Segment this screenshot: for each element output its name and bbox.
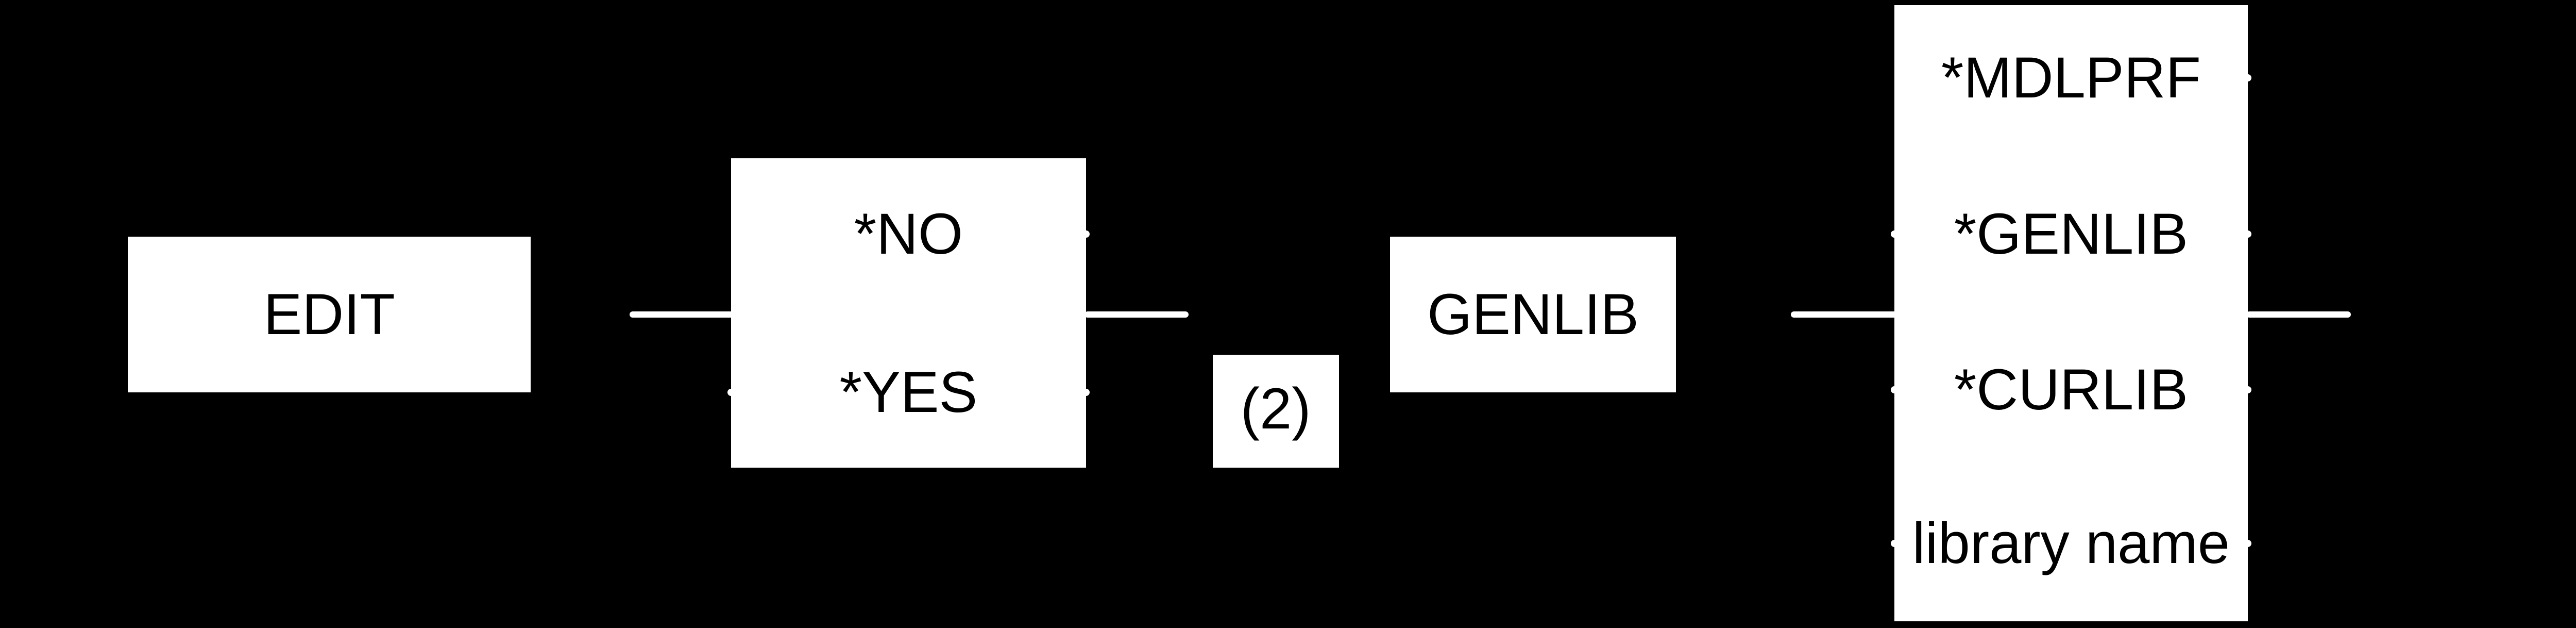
edit-values-box: *NO *YES — [731, 158, 1086, 468]
genlib-keyword: GENLIB — [1427, 282, 1639, 346]
edit-keyword-box: EDIT — [128, 237, 531, 392]
genlib-value-curlib: *CURLIB — [1954, 357, 2189, 422]
note-label: (2) — [1240, 376, 1311, 441]
branch-dot — [2244, 230, 2251, 238]
branch-dot — [2244, 386, 2251, 393]
genlib-value-genlib: *GENLIB — [1954, 202, 2189, 266]
branch-dot — [1082, 230, 1090, 238]
branch-dot — [1891, 540, 1899, 547]
edit-keyword: EDIT — [263, 282, 395, 346]
edit-value-yes: *YES — [839, 360, 978, 424]
genlib-keyword-box: GENLIB — [1390, 237, 1676, 392]
connector-line — [1790, 311, 1897, 318]
connector-line — [2246, 311, 2351, 318]
genlib-value-library-name: library name — [1912, 511, 2230, 575]
branch-dot — [2244, 74, 2251, 81]
branch-dot — [1891, 230, 1899, 238]
edit-value-no: *NO — [854, 202, 963, 266]
branch-dot — [2244, 540, 2251, 547]
branch-dot — [1082, 389, 1090, 396]
note-box: (2) — [1212, 355, 1339, 468]
connector-line — [629, 311, 734, 318]
genlib-value-mdlprf: *MDLPRF — [1941, 45, 2201, 110]
branch-dot — [727, 389, 735, 396]
connector-line — [1084, 311, 1189, 318]
genlib-values-box: *MDLPRF *GENLIB *CURLIB library name — [1894, 5, 2248, 621]
branch-dot — [1891, 386, 1899, 393]
